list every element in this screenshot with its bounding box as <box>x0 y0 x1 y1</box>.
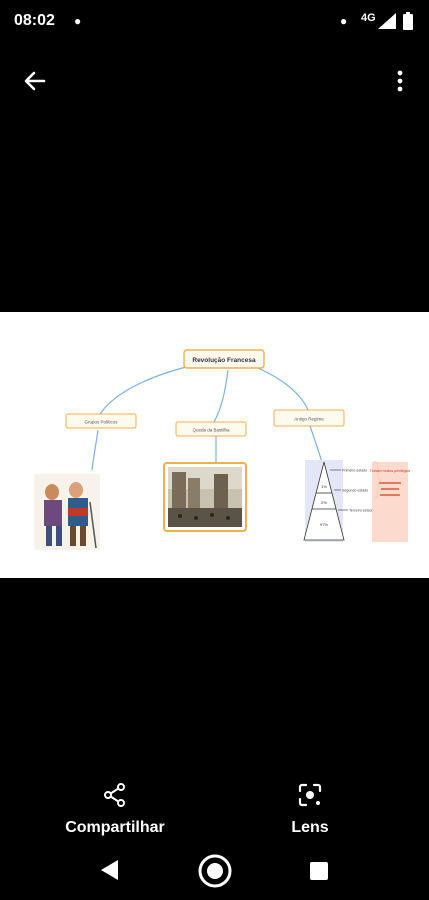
mind-map-branch-node: Grupos Políticos <box>65 413 137 429</box>
square-recents-icon <box>310 862 328 880</box>
more-options-button[interactable] <box>390 66 410 96</box>
pyramid-label: 2% <box>321 500 327 505</box>
branch-label: Queda da Bastilha <box>192 428 230 433</box>
lens-icon <box>298 783 322 807</box>
root-label: Revolução Francesa <box>192 357 256 364</box>
status-time: 08:02 <box>14 12 55 29</box>
social-pyramid: 1% 2% 97% Primeiro estado Segundo estado… <box>303 460 411 542</box>
arrow-left-icon <box>24 71 46 91</box>
mind-map-image: Revolução Francesa Grupos Políticos Qued… <box>34 349 411 550</box>
nav-back-button[interactable] <box>98 858 120 887</box>
pyramid-note: Terceiro estado <box>349 509 374 513</box>
circle-home-icon <box>198 854 232 888</box>
side-note: Tinham muitos privilégios <box>370 469 411 473</box>
branch-label: Antigo Regime <box>294 417 324 422</box>
network-type: 4G <box>361 12 376 24</box>
lens-button[interactable]: Lens <box>270 782 350 842</box>
pyramid-label: 1% <box>321 484 327 489</box>
share-button[interactable]: Compartilhar <box>55 782 175 842</box>
notification-dot-icon: ● <box>74 14 82 28</box>
battery-icon <box>403 12 413 30</box>
pyramid-note: Primeiro estado <box>342 469 367 473</box>
notification-dot-icon: ● <box>340 14 348 28</box>
nav-home-button[interactable] <box>197 853 233 894</box>
lens-label: Lens <box>291 819 329 836</box>
nav-recents-button[interactable] <box>310 862 328 885</box>
branch-label: Grupos Políticos <box>84 420 118 425</box>
pyramid-note: Segundo estado <box>342 489 368 493</box>
share-label: Compartilhar <box>65 819 165 836</box>
pyramid-label: 97% <box>320 522 328 527</box>
back-button[interactable] <box>20 66 50 96</box>
signal-icon <box>378 13 396 29</box>
mind-map-branch-node: Queda da Bastilha <box>175 421 247 437</box>
triangle-back-icon <box>101 860 118 880</box>
more-vert-icon <box>397 70 403 92</box>
mind-map-root-node: Revolução Francesa <box>183 349 265 369</box>
bastille-painting <box>163 462 247 532</box>
photo-viewer-image[interactable]: Revolução Francesa Grupos Políticos Qued… <box>0 312 429 578</box>
caricature-illustration <box>34 474 100 550</box>
share-icon <box>104 783 125 807</box>
mind-map-branch-node: Antigo Regime <box>273 409 345 427</box>
